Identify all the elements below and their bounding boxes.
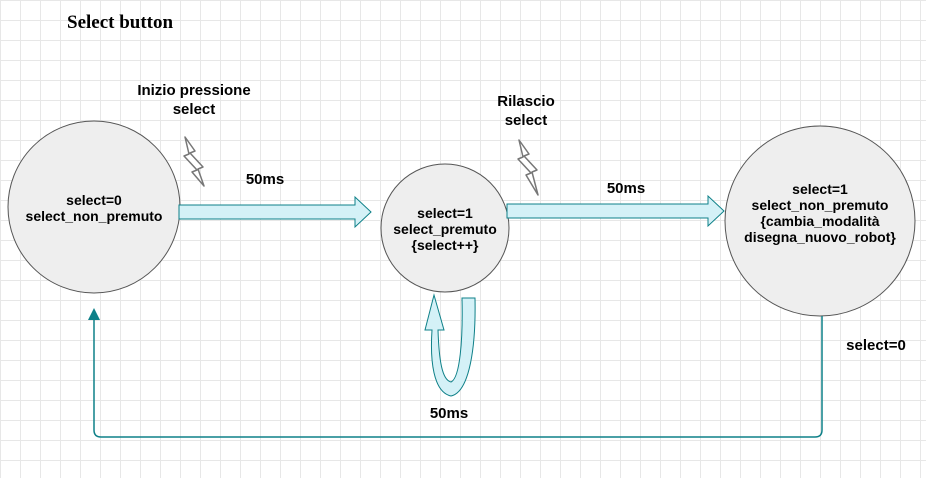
self-loop-arrow[interactable] [424,293,476,397]
state-label-idle: select=0 select_non_premuto [25,192,163,224]
state-circle-released[interactable] [724,125,916,317]
return-line[interactable] [93,316,823,438]
lightning-icon [517,139,539,196]
diagram-title: Select button [67,12,174,33]
state-label-pressed: select=1 select_premuto {select++} [393,205,497,253]
timing-label-loop: 50ms [429,405,469,422]
timing-label-press: 50ms [245,171,285,188]
state-label-released: select=1 select_non_premuto {cambia_moda… [744,181,896,245]
lightning-icon [183,136,205,187]
timing-label-release: 50ms [606,180,646,197]
transition-arrow-release[interactable] [506,194,725,228]
return-arrowhead [88,308,100,320]
transition-arrow-press[interactable] [178,195,372,229]
state-circle-pressed[interactable] [380,163,510,293]
return-label: select=0 [846,337,906,354]
event-label-release: Rilascio select [497,93,555,129]
event-label-press: Inizio pressione select [137,82,251,118]
